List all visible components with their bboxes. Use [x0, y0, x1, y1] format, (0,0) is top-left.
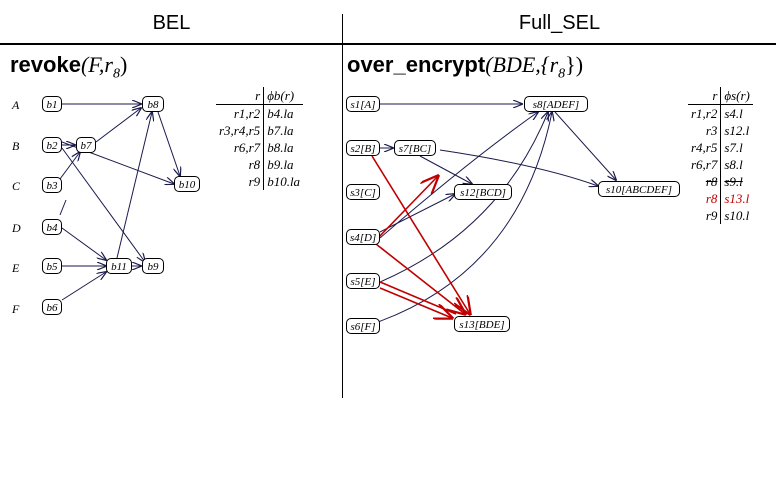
- bel-node-b1: b1: [42, 96, 62, 112]
- edge-s5-s8: [379, 112, 548, 283]
- edge-s8-s10: [554, 111, 616, 180]
- edge-s4-s2-red: [375, 176, 438, 241]
- edge-s6-s8: [377, 112, 552, 323]
- edge-s4-s13: [375, 243, 465, 314]
- bel-node-b5: b5: [42, 258, 62, 274]
- bel-node-b11: b11: [106, 258, 132, 274]
- right-title: over_encrypt(BDE,{r8}): [347, 52, 584, 82]
- edge-b4-b11: [61, 227, 106, 260]
- bel-node-b2: b2: [42, 137, 62, 153]
- left-title: revoke(F,r8): [10, 52, 128, 82]
- edge-s5-s13: [379, 287, 452, 318]
- edge-b4-b7-dashed: [59, 199, 67, 216]
- edge-s2-s13: [371, 155, 470, 314]
- edge-s5-s13-upper: [379, 281, 457, 315]
- bel-node-b4: b4: [42, 219, 62, 235]
- user-label-d: D: [12, 221, 21, 235]
- edge-s7-s10: [439, 149, 598, 186]
- user-label-f: F: [12, 302, 20, 316]
- user-label-b: B: [12, 139, 20, 153]
- sel-node-s8: s8[ADEF]: [524, 96, 588, 112]
- bel-node-b6: b6: [42, 299, 62, 315]
- sel-node-s3: s3[C]: [346, 184, 380, 200]
- sel-node-s6: s6[F]: [346, 318, 380, 334]
- edge-s4-s8: [379, 112, 538, 239]
- edge-b6-b11: [61, 272, 106, 301]
- edge-s4-s12: [379, 194, 455, 233]
- bel-node-b3: b3: [42, 177, 62, 193]
- header-divider: [0, 43, 776, 45]
- bel-node-b9: b9: [142, 258, 164, 274]
- edge-b2-b9: [61, 147, 145, 262]
- column-divider: [342, 14, 343, 398]
- sel-node-s12: s12[BCD]: [454, 184, 512, 200]
- edge-b11-b8: [116, 112, 152, 259]
- edge-b7-b8: [95, 108, 141, 143]
- edge-s7-s12: [419, 155, 472, 184]
- sel-node-s10: s10[ABCDEF]: [598, 181, 680, 197]
- sel-node-s5: s5[E]: [346, 273, 380, 289]
- user-label-e: E: [12, 261, 20, 275]
- user-label-a: A: [12, 98, 20, 112]
- left-header: BEL: [152, 12, 191, 34]
- edge-b8-b10: [157, 111, 180, 176]
- sel-node-s13: s13[BDE]: [454, 316, 510, 332]
- edge-b3-b7: [59, 152, 80, 180]
- sel-node-s2: s2[B]: [346, 140, 380, 156]
- right-header: Full_SEL: [518, 12, 601, 34]
- sel-node-s7: s7[BC]: [394, 140, 436, 156]
- bel-node-b8: b8: [142, 96, 164, 112]
- bel-node-b10: b10: [174, 176, 200, 192]
- user-label-c: C: [12, 179, 21, 193]
- sel-node-s1: s1[A]: [346, 96, 380, 112]
- bel-node-b7: b7: [76, 137, 96, 153]
- sel-node-s4: s4[D]: [346, 229, 380, 245]
- sel-table-header: r ϕs(r): [688, 87, 753, 105]
- bel-table-header: r ϕb(r): [216, 87, 304, 105]
